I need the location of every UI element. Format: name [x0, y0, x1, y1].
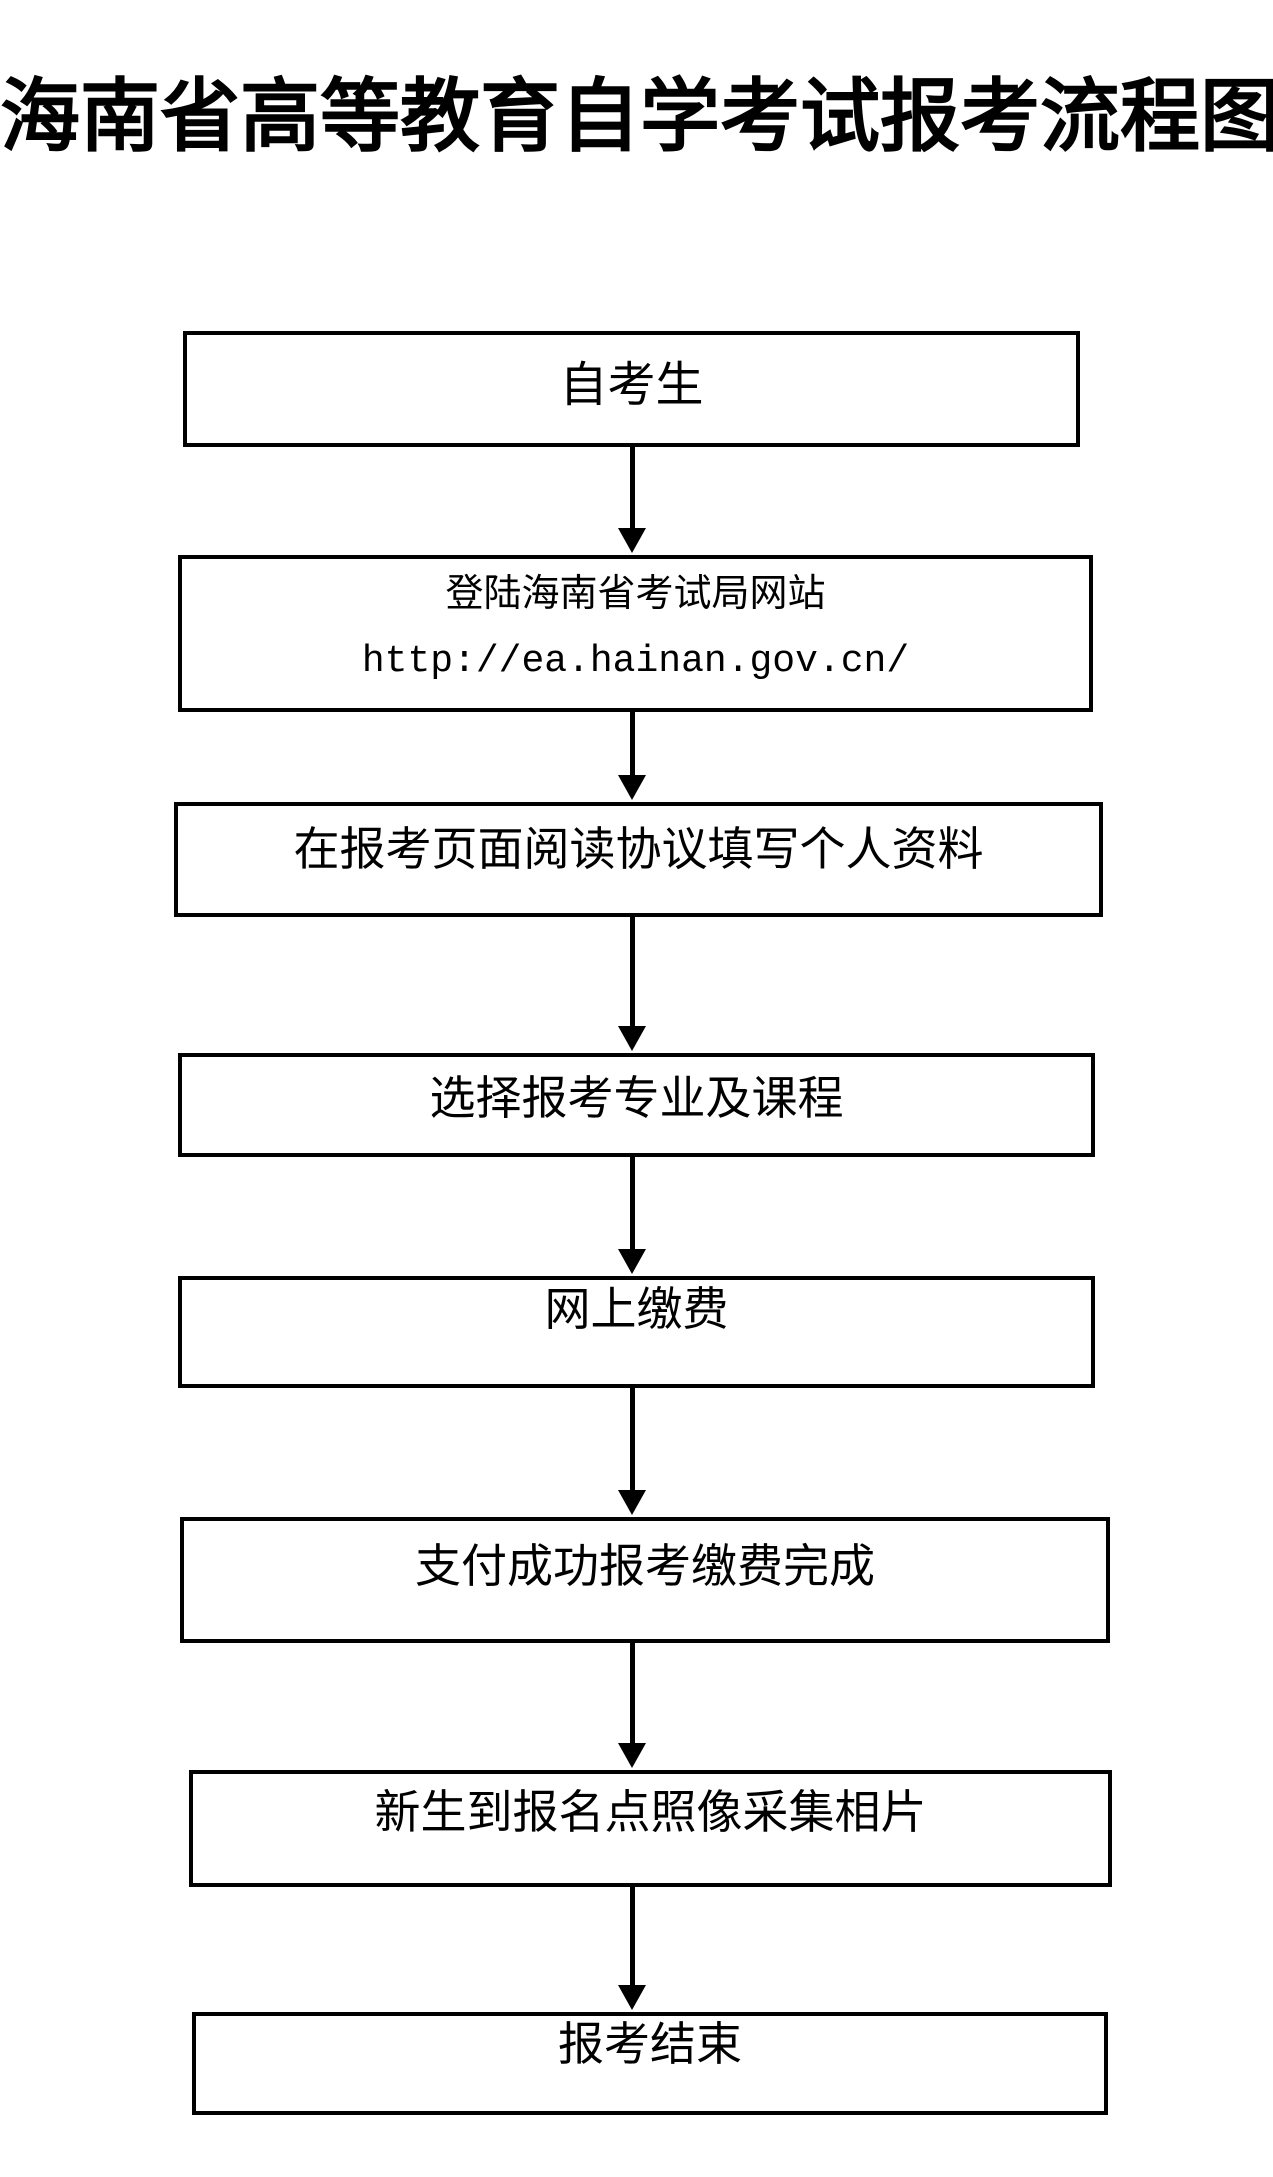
arrow-down-icon [618, 1157, 646, 1274]
flow-step-box-8: 报考结束 [192, 2012, 1108, 2115]
flow-step-label-7: 新生到报名点照像采集相片 [374, 1787, 927, 1838]
flow-step-label-4: 选择报考专业及课程 [429, 1073, 844, 1124]
flow-step-box-3: 在报考页面阅读协议填写个人资料 [174, 802, 1103, 917]
arrow-shaft [629, 447, 635, 528]
arrow-shaft [629, 1887, 635, 1985]
arrow-down-icon [618, 917, 646, 1051]
flow-step-url-2: http://ea.hainan.gov.cn/ [361, 640, 910, 683]
arrow-head [618, 775, 646, 800]
arrow-shaft [629, 1643, 635, 1743]
flow-step-label-8: 报考结束 [558, 2019, 742, 2070]
arrow-down-icon [618, 1887, 646, 2010]
flow-step-box-1: 自考生 [183, 331, 1080, 447]
arrow-shaft [629, 1157, 635, 1249]
flow-step-box-7: 新生到报名点照像采集相片 [189, 1770, 1112, 1887]
arrow-head [618, 528, 646, 553]
flow-step-box-4: 选择报考专业及课程 [178, 1053, 1095, 1157]
arrow-down-icon [618, 1643, 646, 1768]
flow-step-label-3: 在报考页面阅读协议填写个人资料 [293, 824, 984, 875]
arrow-head [618, 1985, 646, 2010]
arrow-shaft [629, 712, 635, 775]
arrow-shaft [629, 917, 635, 1026]
arrow-head [618, 1743, 646, 1768]
flow-step-box-2: 登陆海南省考试局网站 http://ea.hainan.gov.cn/ [178, 555, 1093, 712]
arrow-down-icon [618, 1388, 646, 1515]
arrow-down-icon [618, 712, 646, 800]
flow-step-box-6: 支付成功报考缴费完成 [180, 1517, 1110, 1643]
page-title: 海南省高等教育自学考试报考流程图 [0, 73, 1273, 162]
flow-step-box-5: 网上缴费 [178, 1276, 1095, 1388]
arrow-down-icon [618, 447, 646, 553]
flow-step-label-6: 支付成功报考缴费完成 [415, 1541, 875, 1592]
arrow-head [618, 1490, 646, 1515]
arrow-head [618, 1249, 646, 1274]
flow-step-label-1: 自考生 [559, 359, 704, 412]
arrow-head [618, 1026, 646, 1051]
arrow-shaft [629, 1388, 635, 1490]
flow-step-label-2: 登陆海南省考试局网站 [445, 573, 826, 615]
flow-step-label-5: 网上缴费 [544, 1284, 729, 1335]
